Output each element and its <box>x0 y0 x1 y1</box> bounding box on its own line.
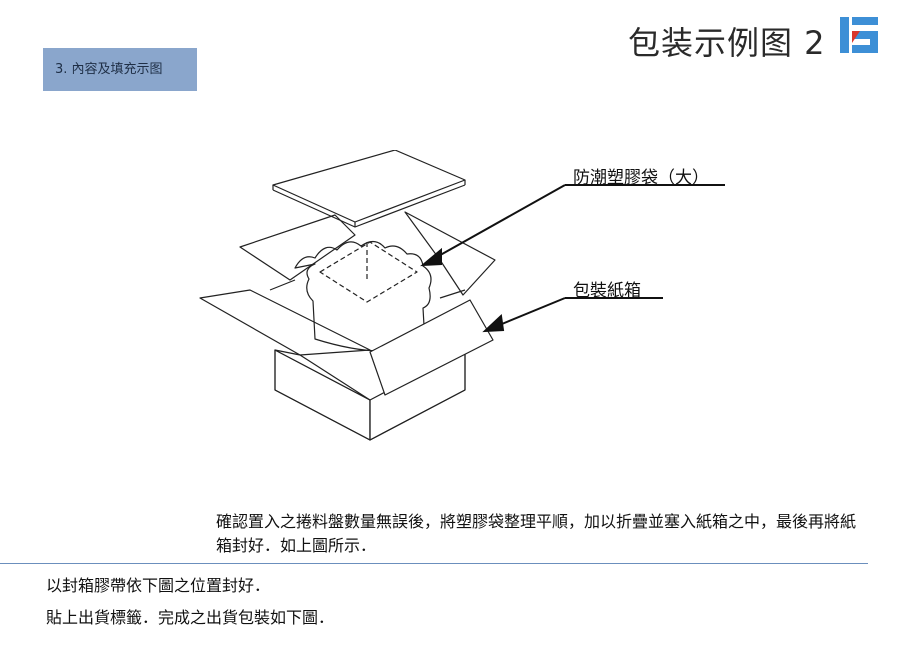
callout-bag-label: 防潮塑膠袋（大） <box>573 168 709 188</box>
page-title: 包装示例图 2 <box>628 24 826 62</box>
section-tag: 3. 內容及填充示图 <box>43 48 197 91</box>
back-right-flap <box>404 211 496 296</box>
seal-instruction: 以封箱膠帶依下圖之位置封好． <box>46 576 271 595</box>
plastic-bag <box>294 240 432 352</box>
front-left-flap <box>274 349 371 401</box>
label-instruction: 貼上出貨標籤．完成之出貨包裝如下圖． <box>46 608 335 627</box>
divider <box>0 563 868 564</box>
box-front-left <box>274 349 371 441</box>
box-packing-diagram <box>199 150 725 441</box>
company-logo-icon <box>840 17 878 53</box>
callout-box-label: 包裝紙箱 <box>573 281 641 301</box>
left-flap <box>199 289 371 356</box>
instruction-paragraph: 確認置入之捲料盤數量無誤後，將塑膠袋整理平順，加以折疊並塞入紙箱之中，最後再將紙… <box>216 512 857 555</box>
right-flap <box>369 299 494 396</box>
cover-sheet <box>272 150 466 223</box>
back-left-flap <box>239 214 356 281</box>
